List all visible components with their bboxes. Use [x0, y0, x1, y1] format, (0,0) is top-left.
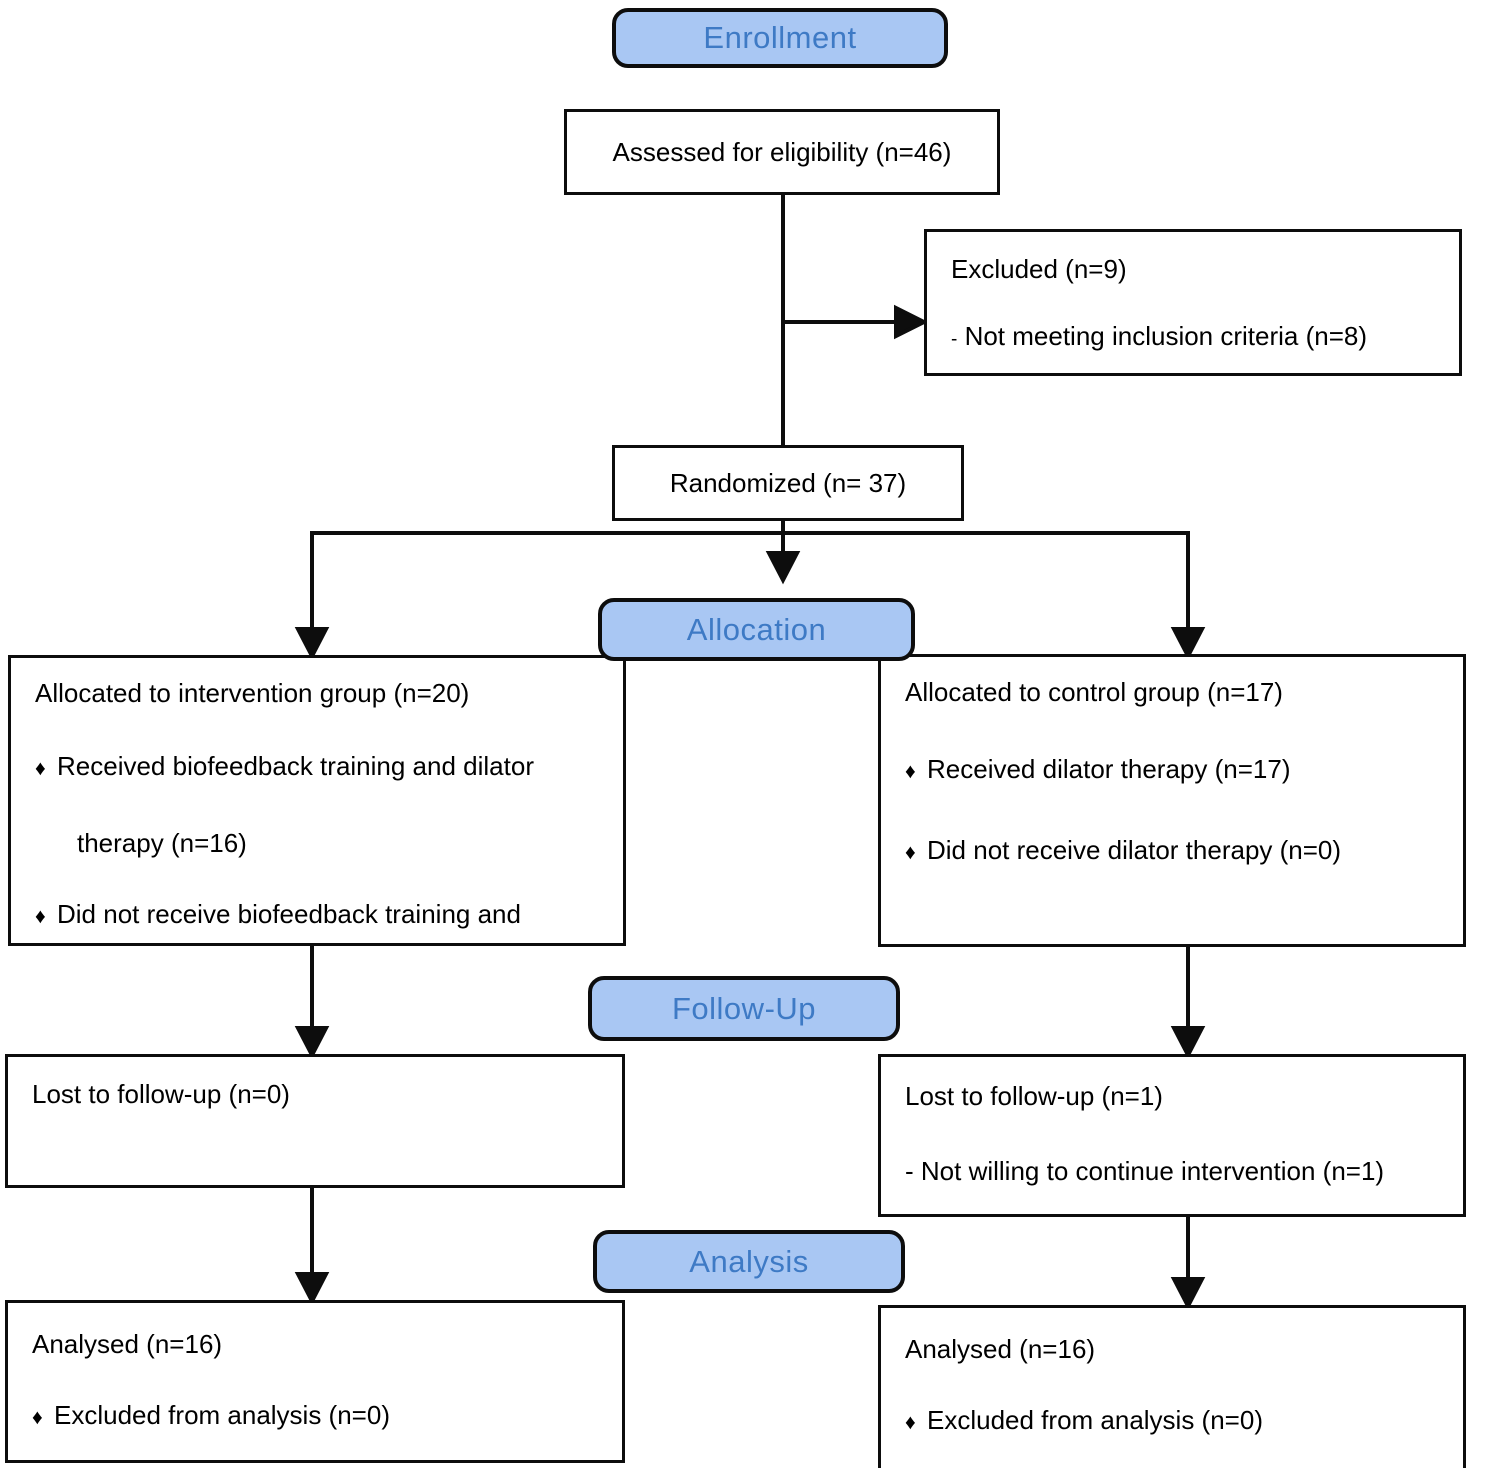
stage-label-allocation: Allocation	[598, 598, 915, 661]
allocated-control-bullet1: ♦ Received dilator therapy (n=17)	[905, 754, 1447, 787]
lost-control-title: Lost to follow-up (n=1)	[905, 1081, 1163, 1111]
excluded-reason-dash: -	[951, 329, 958, 350]
allocated-intervention-title: Allocated to intervention group (n=20)	[35, 678, 470, 708]
excluded-reason: - Not meeting inclusion criteria (n=8)	[951, 321, 1443, 355]
box-allocated-control: Allocated to control group (n=17) ♦ Rece…	[878, 654, 1466, 947]
stage-label-analysis-text: Analysis	[689, 1243, 809, 1279]
diamond-bullet-icon: ♦	[35, 905, 46, 928]
diamond-bullet-icon: ♦	[905, 1411, 916, 1434]
allocated-intervention-bullet1: ♦ Received biofeedback training and dila…	[35, 751, 607, 784]
diamond-bullet-icon: ♦	[905, 760, 916, 783]
arrowhead-to-control	[1170, 627, 1206, 661]
analysed-intervention-bullet1: ♦ Excluded from analysis (n=0)	[32, 1400, 606, 1433]
arrowhead-intervention-analysis	[294, 1272, 330, 1306]
stage-label-enrollment: Enrollment	[612, 8, 948, 68]
box-allocated-intervention: Allocated to intervention group (n=20) ♦…	[8, 655, 626, 946]
arrowhead-to-intervention	[294, 627, 330, 661]
arrowhead-intervention-followup	[294, 1026, 330, 1060]
diamond-bullet-icon: ♦	[35, 757, 46, 780]
stage-label-allocation-text: Allocation	[686, 611, 827, 647]
allocated-control-bullet2: ♦ Did not receive dilator therapy (n=0)	[905, 835, 1447, 868]
arrowhead-control-analysis	[1170, 1277, 1206, 1311]
analysed-control-bullet1: ♦ Excluded from analysis (n=0)	[905, 1405, 1447, 1438]
lost-control-reason: - Not willing to continue intervention (…	[905, 1156, 1385, 1186]
stage-label-follow-up-text: Follow-Up	[671, 990, 817, 1026]
allocated-intervention-bullet2-text: Did not receive biofeedback training and	[57, 899, 521, 929]
arrowhead-to-allocation	[765, 551, 801, 585]
allocated-intervention-bullet2: ♦ Did not receive biofeedback training a…	[35, 899, 607, 932]
arrowhead-control-followup	[1170, 1026, 1206, 1060]
assessed-text: Assessed for eligibility (n=46)	[612, 136, 952, 167]
stage-label-follow-up: Follow-Up	[588, 976, 900, 1041]
box-lost-followup-intervention: Lost to follow-up (n=0)	[5, 1054, 625, 1188]
allocated-control-bullet1-text: Received dilator therapy (n=17)	[927, 754, 1291, 784]
allocated-intervention-bullet1-cont: therapy (n=16)	[77, 828, 247, 858]
box-randomized: Randomized (n= 37)	[612, 445, 964, 521]
box-analysed-control: Analysed (n=16) ♦ Excluded from analysis…	[878, 1305, 1466, 1468]
analysed-control-title: Analysed (n=16)	[905, 1334, 1096, 1364]
analysed-control-bullet1-text: Excluded from analysis (n=0)	[927, 1405, 1263, 1435]
diamond-bullet-icon: ♦	[32, 1406, 43, 1429]
allocated-intervention-bullet1-text: Received biofeedback training and dilato…	[57, 751, 534, 781]
box-excluded: Excluded (n=9) - Not meeting inclusion c…	[924, 229, 1462, 376]
lost-intervention-title: Lost to follow-up (n=0)	[32, 1079, 290, 1109]
analysed-intervention-bullet1-text: Excluded from analysis (n=0)	[54, 1400, 390, 1430]
allocated-control-title: Allocated to control group (n=17)	[905, 677, 1283, 707]
randomized-text: Randomized (n= 37)	[669, 467, 907, 498]
allocated-control-bullet2-text: Did not receive dilator therapy (n=0)	[927, 835, 1342, 865]
analysed-intervention-title: Analysed (n=16)	[32, 1329, 223, 1359]
excluded-reason-text: Not meeting inclusion criteria (n=8)	[964, 321, 1368, 351]
box-lost-followup-control: Lost to follow-up (n=1) - Not willing to…	[878, 1054, 1466, 1217]
diamond-bullet-icon: ♦	[905, 841, 916, 864]
stage-label-analysis: Analysis	[593, 1230, 905, 1293]
arrowhead-to-excluded	[894, 304, 929, 340]
box-assessed-for-eligibility: Assessed for eligibility (n=46)	[564, 109, 1000, 195]
excluded-title: Excluded (n=9)	[951, 254, 1127, 284]
stage-label-enrollment-text: Enrollment	[703, 20, 857, 55]
box-analysed-intervention: Analysed (n=16) ♦ Excluded from analysis…	[5, 1300, 625, 1463]
